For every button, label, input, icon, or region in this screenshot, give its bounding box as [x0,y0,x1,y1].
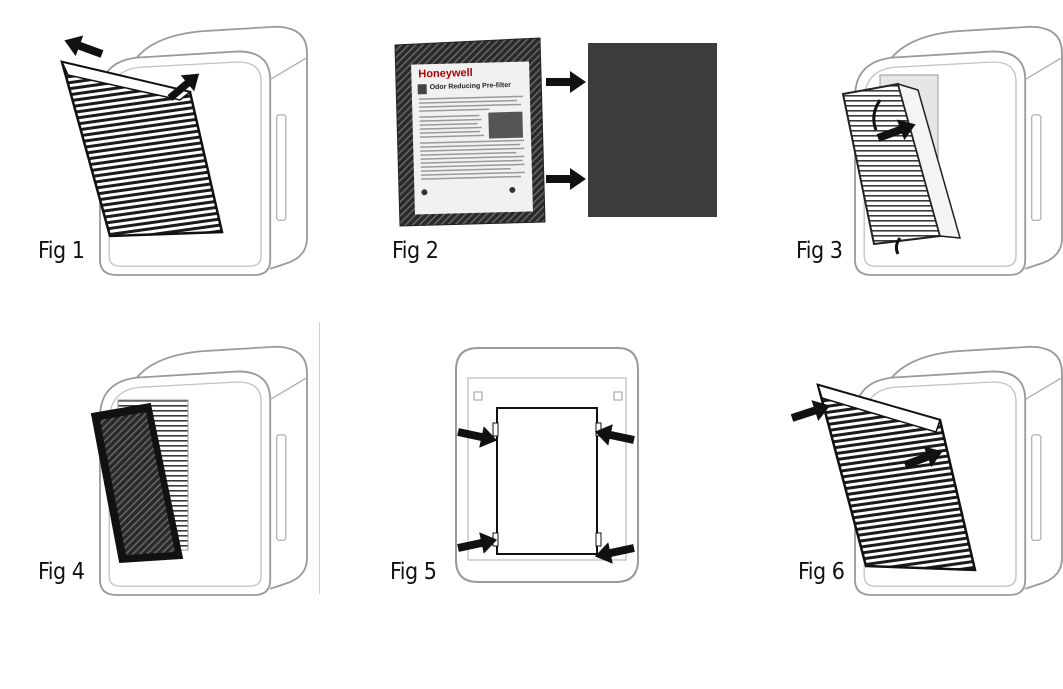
figure-1 [60,25,308,276]
arrow-icon [546,71,586,93]
figure-5 [455,347,639,583]
figure-caption: Fig 2 [392,238,439,264]
figure-caption: Fig 5 [390,559,437,585]
figure-6 [788,345,1063,596]
package-label: Honeywell Odor Reducing Pre-filter [411,61,533,215]
arrow-icon [546,168,586,190]
figure-3 [841,25,1063,276]
figure-caption: Fig 4 [38,559,85,585]
label-text-lines [417,84,525,196]
arrow-icon [60,29,106,65]
prefilter-frame [496,407,598,555]
divider [319,322,320,594]
figure-4 [90,345,308,596]
prefilter-sheet [588,43,717,217]
figure-caption: Fig 1 [38,238,85,264]
figure-caption: Fig 3 [796,238,843,264]
figure-caption: Fig 6 [798,559,845,585]
